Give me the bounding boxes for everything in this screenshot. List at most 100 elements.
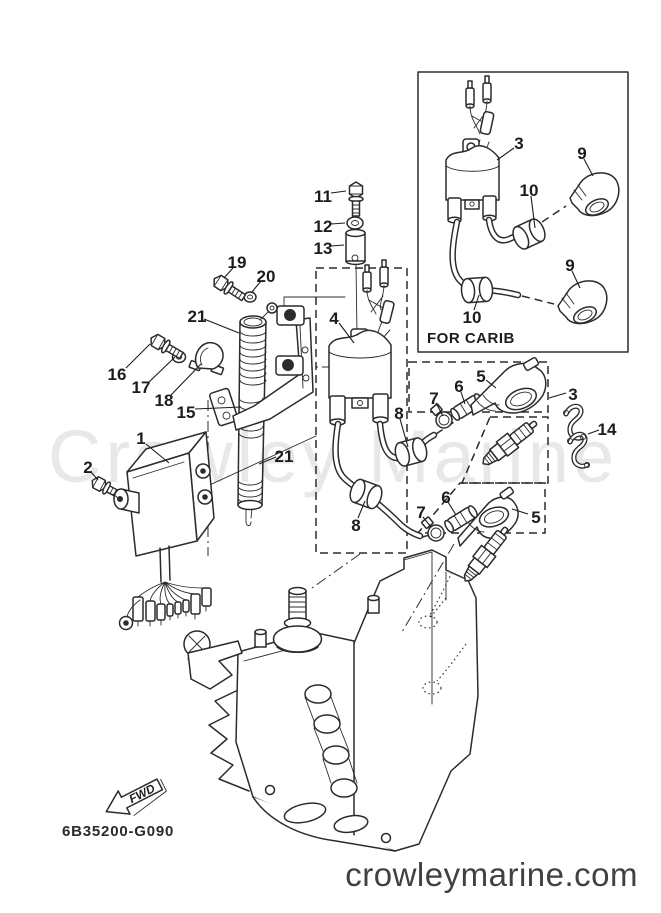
part-callout-10: 10 <box>520 181 539 200</box>
callout-leader-6 <box>447 501 457 516</box>
part-callout-16: 16 <box>108 365 127 384</box>
ht-lead-lower-carib <box>449 218 555 305</box>
part-callout-17: 17 <box>132 378 151 397</box>
part-callout-9: 9 <box>577 144 586 163</box>
callout-leader-13 <box>330 244 345 247</box>
part-callout-7: 7 <box>429 389 438 408</box>
callout-leader-11 <box>330 190 347 194</box>
spark-plug-cap-9-upper <box>569 172 620 217</box>
part-callout-6: 6 <box>441 488 450 507</box>
for-carib-box: FOR CARIB <box>417 71 629 353</box>
callout-leader-18 <box>170 363 202 396</box>
part-callout-10: 10 <box>463 308 482 327</box>
cdi-unit <box>112 431 215 631</box>
callout-leader-10 <box>530 195 536 229</box>
callout-layer: 1112131920211617181512421391010987653148… <box>83 134 617 535</box>
drawing-code: 6B35200-G090 <box>62 823 174 840</box>
bolt-11 <box>348 181 364 217</box>
part-callout-7: 7 <box>416 503 425 522</box>
callout-leader-8 <box>357 500 366 519</box>
part-callout-6: 6 <box>454 377 463 396</box>
callout-leader-5 <box>511 508 529 515</box>
spark-plug-hole <box>422 681 442 695</box>
callout-leader-7 <box>422 516 432 528</box>
callout-leader-19 <box>223 267 234 279</box>
grommet-8 <box>394 437 428 467</box>
callout-leader-21 <box>203 318 240 334</box>
callout-leader-16 <box>125 343 151 369</box>
ht-wire-8-upper <box>376 420 455 467</box>
part-callout-8: 8 <box>351 516 360 535</box>
part-callout-14: 14 <box>598 420 617 439</box>
part-callout-13: 13 <box>314 239 333 258</box>
part-callout-3: 3 <box>568 385 577 404</box>
fwd-arrow: FWD <box>105 778 167 816</box>
callout-leader-2 <box>90 471 99 481</box>
part-callout-11: 11 <box>314 187 332 206</box>
website-link[interactable]: crowleymarine.com <box>345 856 638 893</box>
spark-plug-cap-5 <box>470 357 547 416</box>
part-callout-5: 5 <box>476 367 485 386</box>
part-callout-5: 5 <box>531 508 540 527</box>
spark-plug-cap-9-lower <box>557 280 608 325</box>
callout-leader-12 <box>330 222 346 225</box>
part-callout-9: 9 <box>565 256 574 275</box>
part-callout-2: 2 <box>83 458 92 477</box>
part-callout-21: 21 <box>188 307 207 326</box>
plug-cap-group-box-lower <box>416 482 546 534</box>
engine-block <box>183 543 479 852</box>
callout-leader-3 <box>496 147 515 161</box>
ball-joint <box>266 302 278 314</box>
callout-leader-7 <box>435 402 444 417</box>
part-callout-12: 12 <box>314 217 333 236</box>
part-callout-4: 4 <box>329 309 339 328</box>
coil-bracket-15 <box>208 302 314 431</box>
washer-12 <box>346 216 364 230</box>
bolt-19 <box>213 274 247 302</box>
plug-cap-group-upper <box>430 357 547 429</box>
callout-leader-15 <box>194 406 242 410</box>
for-carib-label: FOR CARIB <box>427 330 515 347</box>
collar-13 <box>345 228 366 336</box>
part-callout-19: 19 <box>228 253 247 272</box>
callout-leader-3 <box>548 392 567 399</box>
cdi-wire-harness <box>118 545 212 631</box>
spark-plug <box>463 526 509 582</box>
callout-leader-4 <box>338 322 355 344</box>
spark-plug-group-box <box>460 416 549 484</box>
callout-leader-6 <box>460 391 466 405</box>
part-callout-15: 15 <box>177 403 196 422</box>
part-callout-21: 21 <box>275 447 294 466</box>
assembly-line <box>283 296 346 307</box>
bolt-16 <box>150 333 184 360</box>
part-callout-18: 18 <box>155 391 174 410</box>
callout-leader-1 <box>145 443 170 464</box>
callout-leader-20 <box>251 280 262 293</box>
spark-plug <box>482 420 538 466</box>
part-callout-20: 20 <box>257 267 276 286</box>
cable-clamp-18 <box>188 341 225 376</box>
ignition-coil-4 <box>328 259 455 540</box>
callout-leader-8 <box>399 418 409 448</box>
part-callout-8: 8 <box>394 404 403 423</box>
washer-20 <box>243 291 257 303</box>
suppressor-6 <box>444 505 478 533</box>
callout-leader-21 <box>258 456 277 465</box>
spark-plug-hole <box>418 615 438 629</box>
ht-lead-upper-carib <box>485 205 567 250</box>
plug-cap-group-box-upper <box>408 361 549 413</box>
wire-clips-14 <box>562 403 591 469</box>
callout-leader-5 <box>485 379 497 389</box>
grommet-8 <box>349 478 383 510</box>
callout-leader-14 <box>587 429 600 435</box>
part-callout-3: 3 <box>514 134 523 153</box>
part-callout-1: 1 <box>136 429 145 448</box>
hose-clamp-7 <box>430 403 453 429</box>
coil-group-box <box>315 267 408 554</box>
callout-leader-9 <box>571 270 581 289</box>
ignition-coil-3-carib <box>445 75 500 224</box>
callout-leader-10 <box>473 294 480 311</box>
callout-leader-9 <box>583 158 594 177</box>
